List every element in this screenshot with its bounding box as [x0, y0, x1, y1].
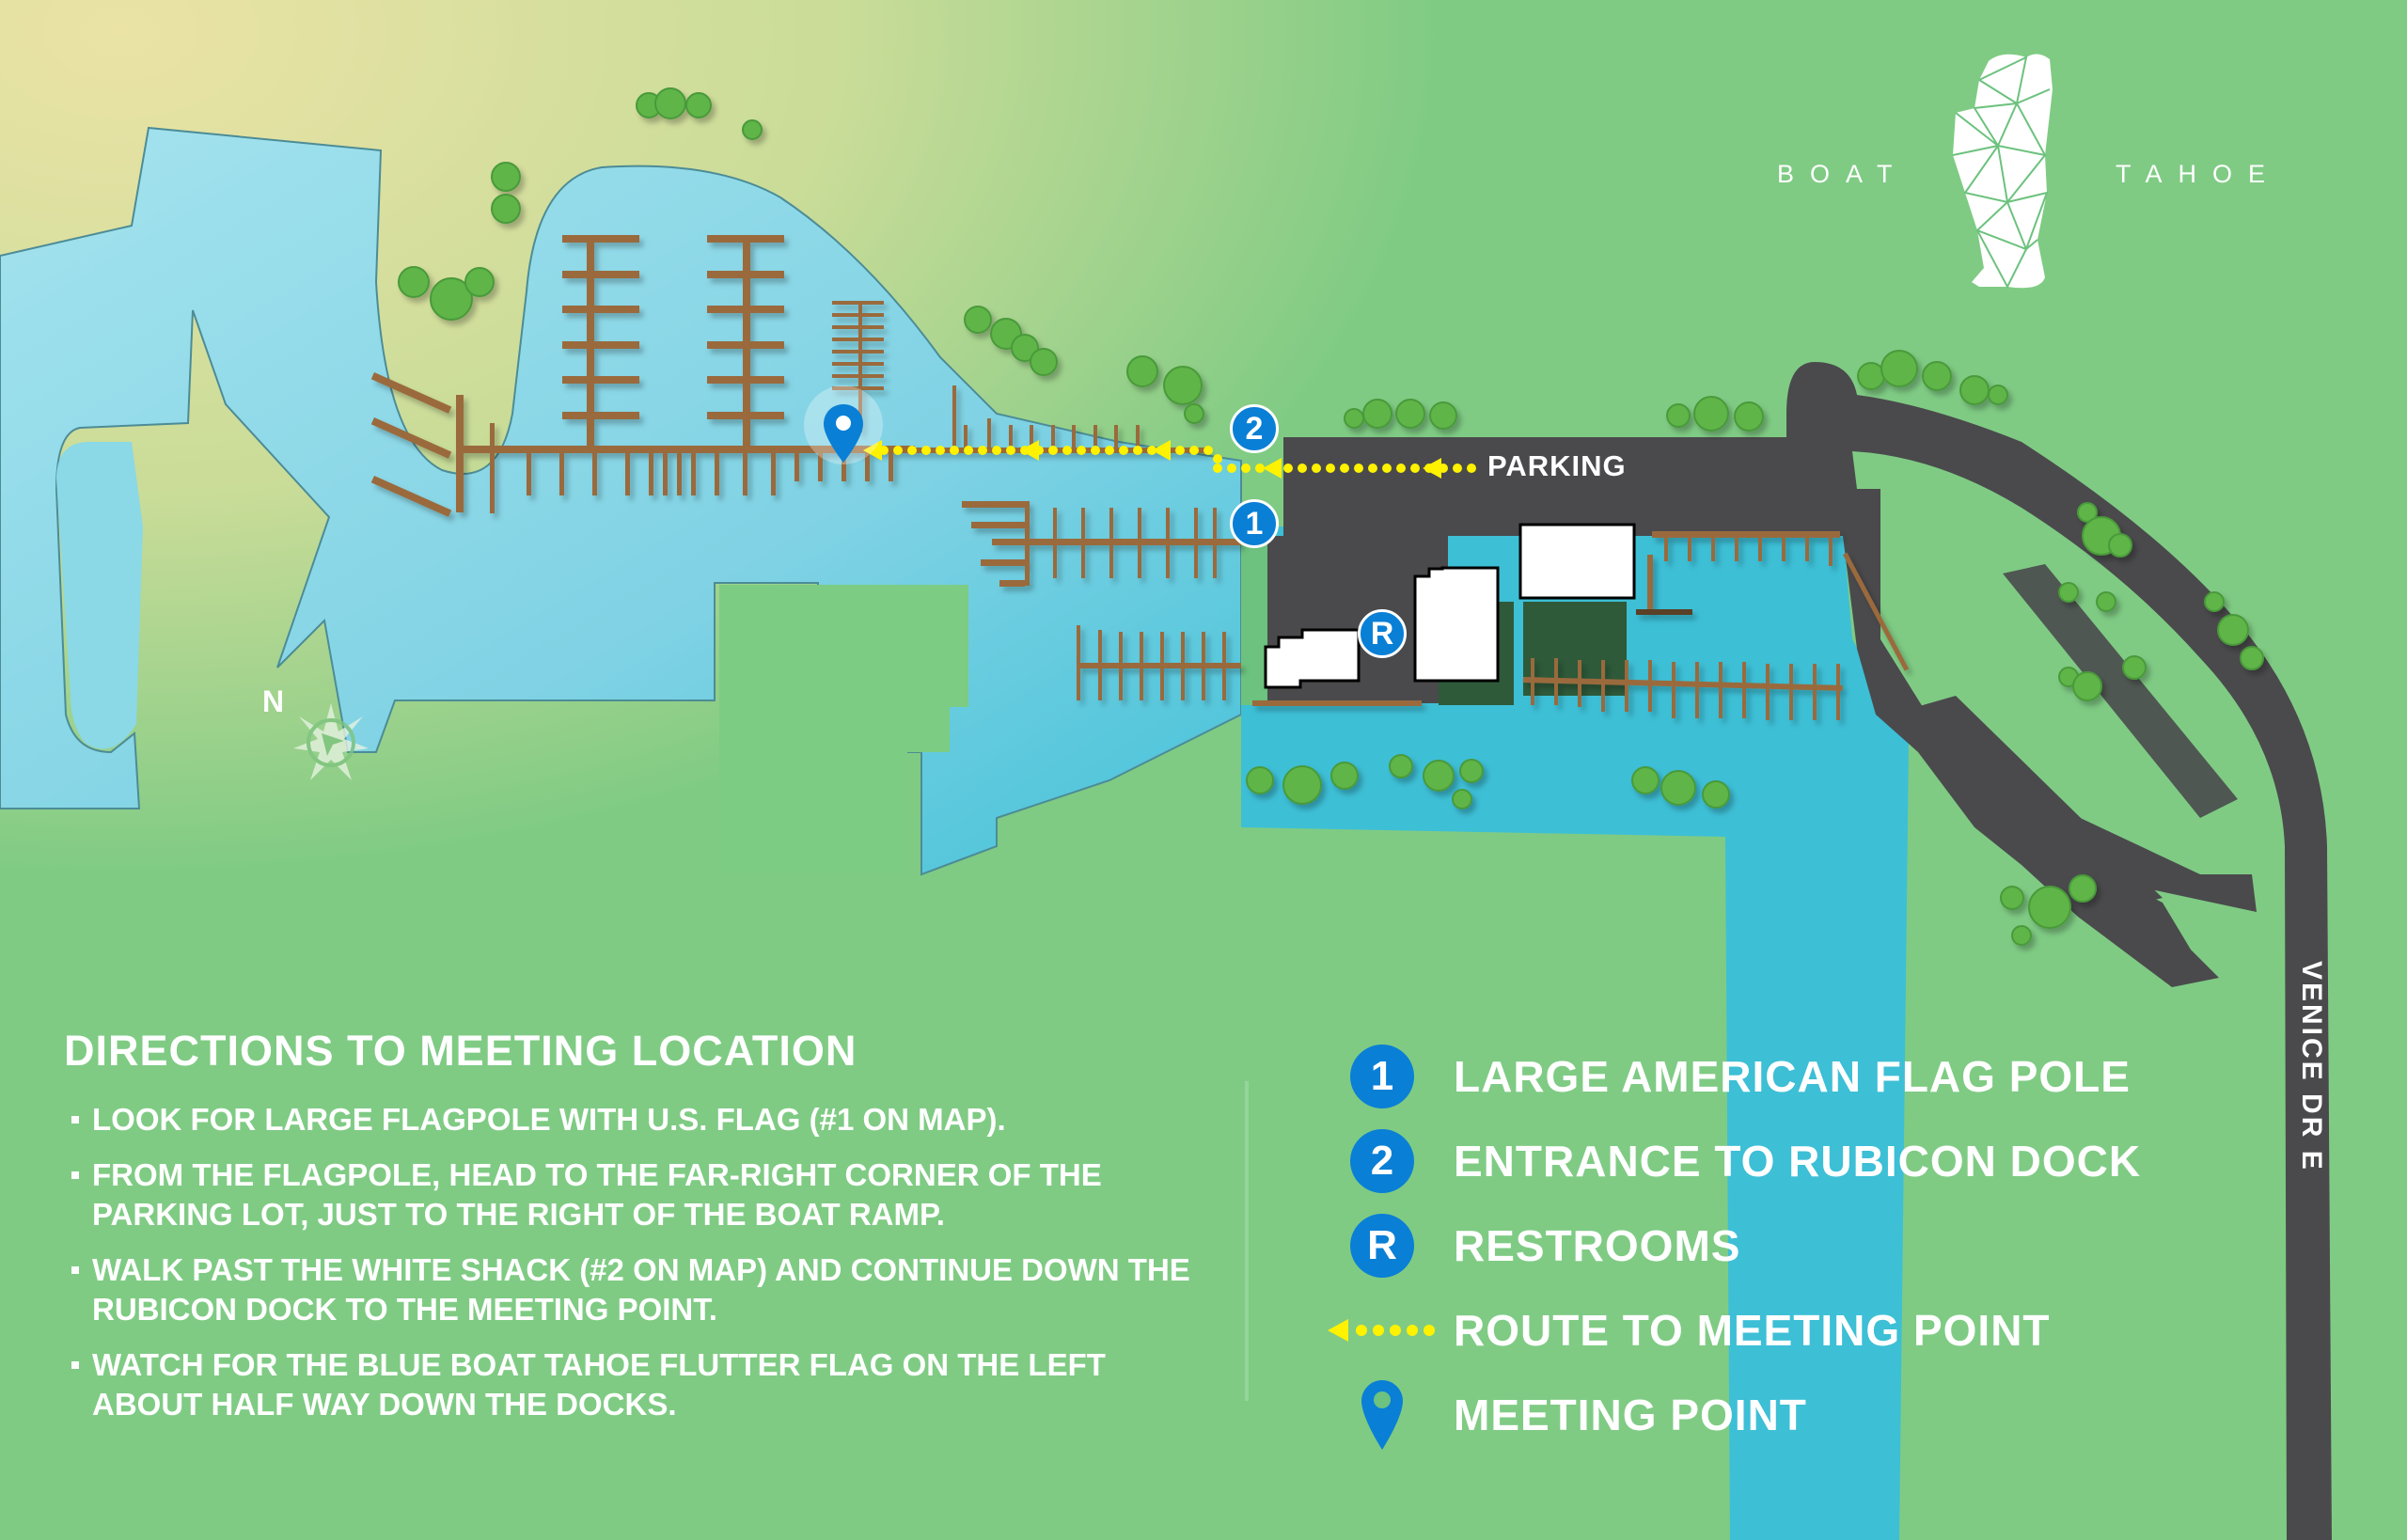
meeting-point-pin-icon: [824, 404, 863, 463]
number-1-marker-icon: 1: [1350, 1045, 1414, 1108]
map-pin-icon: [1361, 1380, 1403, 1450]
directions-panel: DIRECTIONS TO MEETING LOCATION LOOK FOR …: [64, 1027, 1230, 1440]
legend-item-flag-pole: 1 LARGE AMERICAN FLAG POLE: [1316, 1034, 2238, 1119]
marker-1-flag-pole[interactable]: 1: [1230, 499, 1279, 548]
restroom-marker-icon: R: [1350, 1214, 1414, 1278]
docks: [370, 235, 1910, 720]
restroom-building: [1264, 628, 1361, 689]
direction-step: LOOK FOR LARGE FLAGPOLE WITH U.S. FLAG (…: [64, 1100, 1230, 1139]
lake-tahoe-logo-icon: [1952, 54, 2053, 290]
direction-step: WALK PAST THE WHITE SHACK (#2 ON MAP) AN…: [64, 1250, 1220, 1329]
legend-label: LARGE AMERICAN FLAG POLE: [1454, 1052, 2131, 1101]
map-legend: 1 LARGE AMERICAN FLAG POLE 2 ENTRANCE TO…: [1316, 1034, 2238, 1457]
legend-label: ENTRANCE TO RUBICON DOCK: [1454, 1137, 2142, 1186]
dotted-route-arrow-icon: [1328, 1319, 1435, 1342]
brand-word-boat: BOAT: [1777, 160, 1909, 188]
compass-rose-icon: [293, 703, 369, 780]
central-grass-block: [719, 585, 968, 874]
legend-label: MEETING POINT: [1454, 1391, 1807, 1439]
brand-word-tahoe: TAHOE: [2116, 160, 2282, 188]
brand-logo: BOAT TAHOE: [1777, 141, 2322, 216]
direction-step: WATCH FOR THE BLUE BOAT TAHOE FLUTTER FL…: [64, 1345, 1202, 1424]
parking-label: PARKING: [1487, 449, 1627, 482]
direction-step: FROM THE FLAGPOLE, HEAD TO THE FAR-RIGHT…: [64, 1155, 1202, 1234]
directions-steps: LOOK FOR LARGE FLAGPOLE WITH U.S. FLAG (…: [64, 1100, 1230, 1424]
number-2-marker-icon: 2: [1350, 1129, 1414, 1193]
marker-2-rubicon-dock-entrance[interactable]: 2: [1230, 404, 1279, 453]
legend-item-meeting-point: MEETING POINT: [1316, 1373, 2238, 1457]
legend-item-route: ROUTE TO MEETING POINT: [1316, 1288, 2238, 1373]
parking-lot: [1283, 362, 2332, 1540]
main-building: [1413, 566, 1500, 683]
route-to-meeting-point: [863, 440, 1476, 479]
legend-item-rubicon-dock: 2 ENTRANCE TO RUBICON DOCK: [1316, 1119, 2238, 1203]
left-lagoon: [56, 442, 143, 749]
trees: [398, 87, 2264, 946]
legend-item-restrooms: R RESTROOMS: [1316, 1203, 2238, 1288]
panel-divider: [1245, 1081, 1249, 1401]
road-label-venice-dr-e: VENICE DR E: [2296, 961, 2327, 1172]
boat-shed-building: [1518, 523, 1636, 600]
marker-r-restrooms[interactable]: R: [1358, 609, 1407, 658]
directions-title: DIRECTIONS TO MEETING LOCATION: [64, 1027, 857, 1075]
legend-label: ROUTE TO MEETING POINT: [1454, 1306, 2051, 1355]
east-channel-water: [1241, 526, 1909, 1540]
compass-north-label: N: [262, 684, 285, 718]
legend-label: RESTROOMS: [1454, 1221, 1741, 1270]
